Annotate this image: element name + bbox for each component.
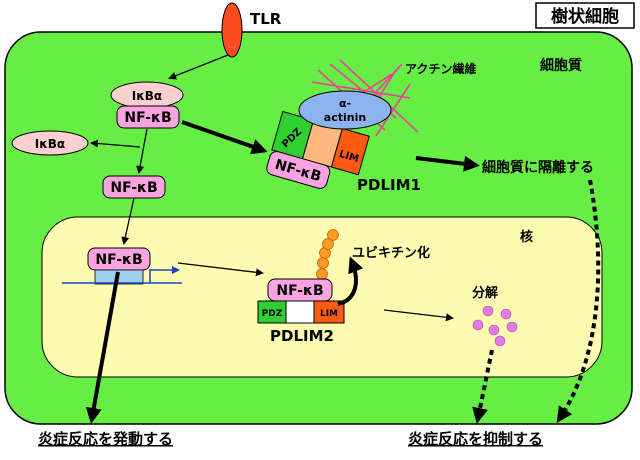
nucleus-label: 核 [520,229,533,245]
arrow-pdlim1-to-sequester [415,155,480,172]
degraded-fragments [472,305,518,347]
nfkb-top [116,105,180,129]
pdlim2-middle [285,300,315,324]
ikba-released-label: IκBα [35,137,65,151]
pdlim2-complex: NF-κB PDZ LIM [257,278,345,324]
nfkb-pdlim2-label: NF-κB [276,283,323,299]
nfkb-top-label: NF-κB [124,110,171,126]
dendritic-cell-label-box: 樹状細胞 [535,2,635,29]
promoter-arrow [149,269,172,283]
tlr-receptor [221,2,243,58]
nfkb-nucleus-label: NF-κB [95,252,142,268]
ikba-released [11,130,89,156]
sequester-label: 細胞質に隔離する [482,159,594,176]
arrow-nfkb-to-pdlim2 [177,262,264,277]
pdlim2-lim [313,300,345,324]
pdlim1-lim [330,127,370,176]
ikba-top-label: IκBα [132,89,162,103]
arrow-tlr-to-complex [168,54,229,80]
arrow-nfkb-to-nucleus [121,197,135,245]
activation-label: 炎症反応を発動する [38,430,173,448]
arrow-to-activation [85,271,120,424]
ubiquitination-label: ユビキチン化 [352,245,430,261]
pdlim1-label: PDLIM1 [357,176,421,194]
arrow-to-degradation [383,309,454,322]
pdlim2-label: PDLIM2 [270,327,334,345]
dendritic-cell-label: 樹状細胞 [551,6,619,27]
actinin-label: actinin [324,111,366,124]
pdlim2-pdz-label: PDZ [262,309,283,319]
arrow-degradation-to-suppress [472,349,494,424]
actin-label: アクチン繊維 [405,61,476,76]
ubiquitin-chain [316,229,339,280]
suppression-label: 炎症反応を抑制する [408,430,543,448]
arrow-complex-to-pdlim1 [181,120,268,155]
arrow-ubiquitination [337,256,364,306]
alpha-label: α- [339,97,351,110]
cytoplasm-label: 細胞質 [540,57,582,74]
arrow-complex-to-nfkb [136,128,148,174]
pdlim1-lim-label: LIM [338,149,360,165]
alpha-actinin [298,90,392,130]
degradation-label: 分解 [472,285,498,301]
nfkb-pdlim1 [266,151,331,189]
arrow-sequester-to-suppress [556,179,601,423]
promoter-arrow-head [172,266,180,274]
arrow-to-ikba-released [90,139,141,148]
tlr-label: TLR [250,10,282,28]
pdlim1-complex: PDZ LIM NF-κB α- actinin [266,90,392,189]
nfkb-mid-label: NF-κB [110,180,157,196]
pdlim2-lim-label: LIM [320,309,338,319]
